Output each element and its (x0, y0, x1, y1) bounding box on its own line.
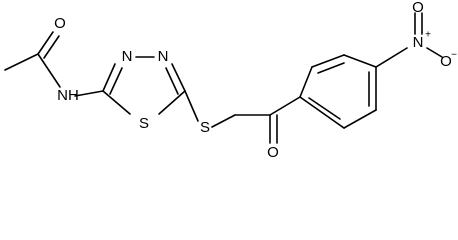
ring-c2-n3-double-bond-b (109, 67, 123, 95)
ring-n4-c5-double-bond-b (165, 67, 179, 95)
aryl-nitro-bond (375, 47, 408, 68)
benzene-bond-2 (311, 54, 345, 68)
atom-labels: O NH N N S S O N + O O − (54, 0, 457, 161)
benzene-bond-6 (299, 96, 345, 129)
methyl-carbonyl-bond (4, 53, 39, 71)
ring-n4-c5-double-bond-a (171, 63, 186, 92)
nitro-oxygen-right-label: O (440, 53, 452, 70)
benzene-inner-double-1 (317, 62, 345, 74)
carbonyl-aryl-bond (269, 96, 301, 116)
ring-c2-n3-double-bond-a (102, 63, 116, 92)
ring-thioether-bond (184, 90, 199, 122)
carbonyl-oxygen-double-bond-a (37, 31, 54, 55)
nitrogen-ring-bond (74, 90, 104, 97)
amide-nitrogen-label: NH (57, 87, 79, 104)
bonds (4, 12, 443, 144)
carbonyl-nitrogen-bond (37, 53, 61, 88)
carbonyl-oxygen-double-bond-b (43, 35, 60, 59)
thioether-methylene-bond (211, 114, 236, 128)
nitro-negative-charge: − (451, 50, 457, 61)
ring-sulfur-label: S (139, 115, 149, 132)
benzene-inner-double-3 (308, 97, 341, 120)
nitro-positive-charge: + (425, 30, 431, 41)
nitro-oxygen-right-bond (426, 47, 443, 58)
ring-nitrogen-1-label: N (122, 48, 133, 65)
ring-c5-s1-bond (158, 90, 186, 115)
nitro-oxygen-top-label: O (412, 0, 424, 16)
ring-nitrogen-2-label: N (158, 48, 169, 65)
benzene-bond-5 (343, 109, 377, 129)
benzene-bond-3 (343, 54, 377, 68)
ketone-oxygen-label: O (267, 144, 279, 161)
amide-oxygen-label: O (54, 15, 66, 32)
nitro-nitrogen-label: N (413, 34, 424, 51)
benzene-bond-1 (299, 66, 313, 98)
chemical-structure: O NH N N S S O N + O O − (4, 0, 457, 161)
ring-s1-c2-bond (102, 90, 131, 115)
thioether-sulfur-label: S (200, 119, 210, 136)
